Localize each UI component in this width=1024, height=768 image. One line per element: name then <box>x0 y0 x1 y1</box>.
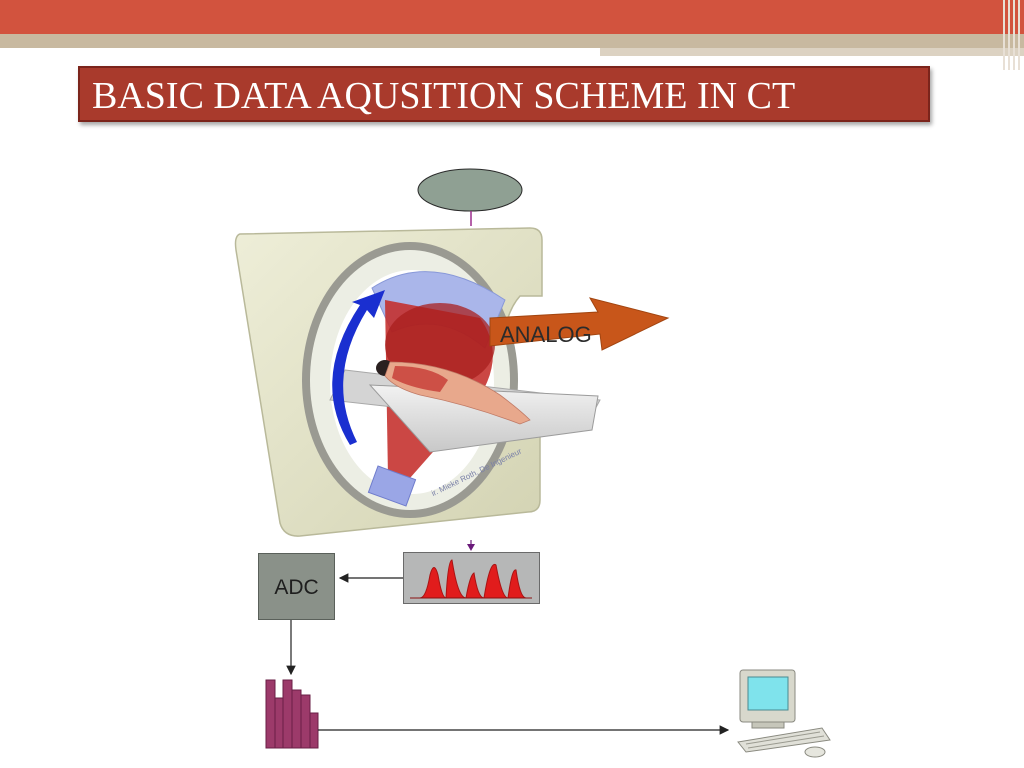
analog-signal-box <box>403 552 540 604</box>
adc-box: ADC <box>258 553 335 620</box>
adc-label: ADC <box>274 576 319 599</box>
rotation-arrow-icon <box>332 290 385 445</box>
computer-icon <box>739 669 796 729</box>
analog-arrow-icon <box>489 297 670 351</box>
detector-node-icon <box>417 168 523 212</box>
header-stripes <box>998 0 1024 70</box>
analog-label: ANALOG <box>500 322 592 347</box>
slide-title: BASIC DATA AQUSITION SCHEME IN CT <box>92 75 796 117</box>
header-underline <box>0 34 1024 48</box>
header-accent-line <box>600 48 1024 56</box>
digital-bars-icon <box>265 679 319 749</box>
patient-icon <box>376 360 531 425</box>
keyboard-icon <box>737 727 831 753</box>
title-box: BASIC DATA AQUSITION SCHEME IN CT <box>78 66 930 122</box>
mouse-icon <box>804 746 826 758</box>
header-bar <box>0 0 1024 34</box>
